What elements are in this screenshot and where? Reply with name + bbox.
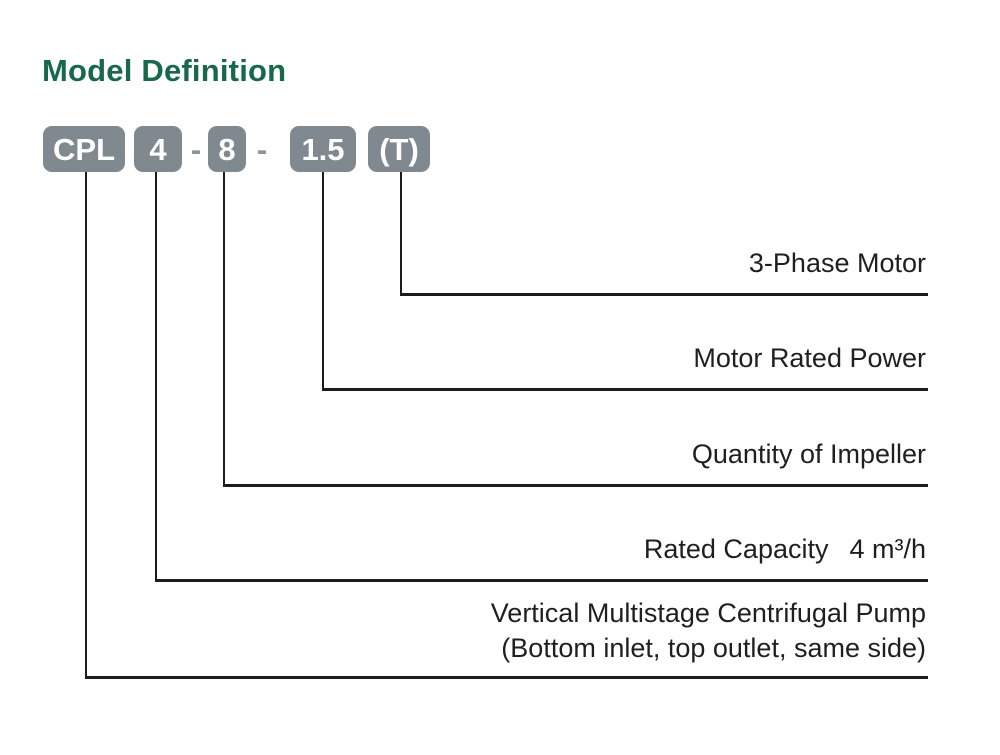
model-code-segment-cpl: CPL xyxy=(43,126,125,172)
connector-line-vertical xyxy=(223,172,225,484)
connector-line-horizontal xyxy=(85,676,928,679)
model-code-separator: - xyxy=(256,131,268,167)
model-code-segment-phase: (T) xyxy=(368,126,430,172)
callout-label-pump-type: Vertical Multistage Centrifugal Pump (Bo… xyxy=(490,598,926,663)
connector-line-horizontal xyxy=(155,579,928,582)
model-code-segment-power: 1.5 xyxy=(290,126,356,172)
model-code-segment-impellers: 8 xyxy=(208,126,246,172)
connector-line-vertical xyxy=(400,172,402,293)
model-code-separator: - xyxy=(190,131,202,167)
callout-label-3-phase-motor: 3-Phase Motor xyxy=(748,248,926,278)
connector-line-vertical xyxy=(85,172,87,676)
connector-line-vertical xyxy=(322,172,324,388)
callout-label-quantity-of-impeller: Quantity of Impeller xyxy=(691,439,926,469)
connector-line-vertical xyxy=(155,172,157,579)
model-code-segment-capacity: 4 xyxy=(134,126,182,172)
page-title: Model Definition xyxy=(42,53,287,88)
connector-line-horizontal xyxy=(223,484,928,487)
callout-label-motor-rated-power: Motor Rated Power xyxy=(693,343,926,373)
callout-label-rated-capacity: Rated Capacity 4 m³/h xyxy=(643,534,926,564)
connector-line-horizontal xyxy=(400,293,928,296)
connector-line-horizontal xyxy=(322,388,928,391)
